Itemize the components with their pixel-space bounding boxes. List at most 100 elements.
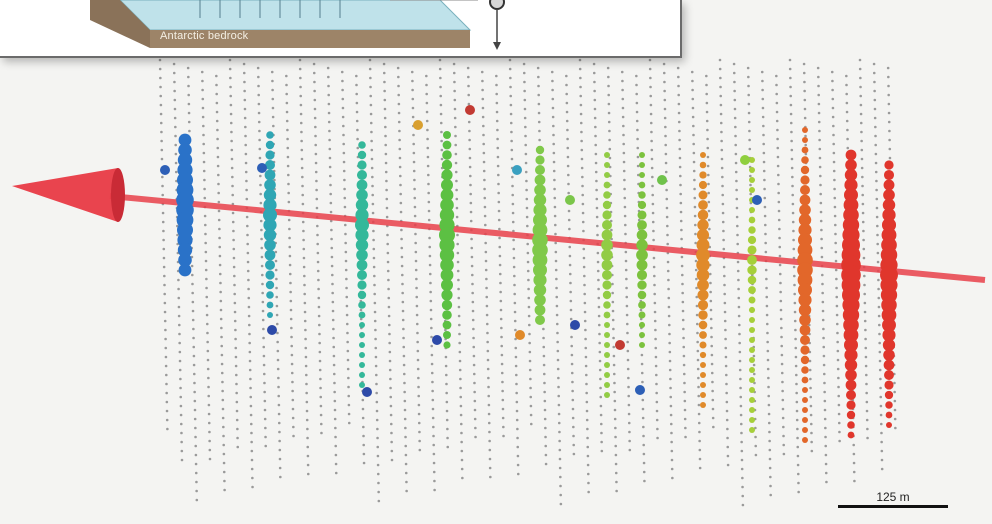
sensor-dot <box>221 389 224 393</box>
sensor-dot <box>735 206 739 210</box>
sensor-dot <box>720 157 724 161</box>
sensor-dot <box>569 299 573 303</box>
sensor-dot <box>274 259 278 263</box>
sensor-dot <box>551 88 554 92</box>
lit-sensor <box>535 165 545 175</box>
sensor-dot <box>555 295 559 299</box>
sensor-dot <box>570 344 574 348</box>
sensor-dot <box>455 215 459 219</box>
sensor-dot <box>470 255 474 259</box>
sensor-dot <box>777 218 781 222</box>
sensor-dot <box>312 71 316 75</box>
sensor-dot <box>445 391 448 395</box>
sensor-dot <box>343 187 346 191</box>
sensor-dot <box>552 142 555 146</box>
sensor-dot <box>510 130 513 134</box>
neutrino-track-arrow-icon <box>12 168 118 222</box>
sensor-dot <box>709 281 712 285</box>
sensor-dot <box>172 62 176 66</box>
sensor-dot <box>642 434 645 438</box>
lit-sensor <box>749 187 755 193</box>
sensor-dot <box>330 255 334 259</box>
sensor-dot <box>627 385 630 389</box>
sensor-dot <box>625 322 629 326</box>
sensor-dot <box>178 350 182 354</box>
sensor-dot <box>230 130 233 134</box>
sensor-dot <box>333 417 337 421</box>
sensor-dot <box>529 377 532 381</box>
sensor-dot <box>194 471 198 475</box>
sensor-dot <box>217 209 221 213</box>
sensor-dot <box>747 102 751 106</box>
sensor-dot <box>328 147 332 151</box>
sensor-dot <box>838 430 841 434</box>
lit-sensor <box>602 220 612 230</box>
sensor-dot <box>388 359 392 363</box>
sensor-dot <box>583 319 587 323</box>
sensor-dot <box>205 322 209 326</box>
sensor-dot <box>329 219 333 223</box>
sensor-dot <box>864 328 867 332</box>
sensor-dot <box>608 156 612 160</box>
sensor-dot <box>705 119 709 123</box>
sensor-dot <box>788 58 792 62</box>
sensor-dot <box>192 336 195 340</box>
sensor-dot <box>741 485 744 489</box>
sensor-dot <box>164 328 167 332</box>
sensor-dot <box>481 97 485 101</box>
sensor-dot <box>331 273 334 277</box>
lit-sensor <box>798 283 812 297</box>
sensor-dot <box>231 202 235 206</box>
sensor-dot <box>662 62 666 66</box>
sensor-dot <box>817 75 820 79</box>
sensor-dot <box>231 211 235 215</box>
lit-sensor <box>800 335 810 345</box>
sensor-dot <box>734 125 737 129</box>
sensor-dot <box>655 400 659 404</box>
sensor-dot <box>456 269 460 273</box>
sensor-dot <box>278 430 281 434</box>
lit-sensor <box>801 156 809 164</box>
sensor-dot <box>719 112 723 116</box>
sensor-dot <box>289 281 292 285</box>
sensor-dot <box>387 305 391 309</box>
sensor-dot <box>818 129 821 133</box>
sensor-dot <box>527 296 531 300</box>
sensor-dot <box>161 211 165 215</box>
sensor-dot <box>726 454 730 458</box>
sensor-dot <box>496 164 500 168</box>
sensor-dot <box>277 412 281 416</box>
sensor-dot <box>567 191 570 195</box>
sensor-dot <box>636 137 639 141</box>
sensor-dot <box>551 97 555 101</box>
sensor-dot <box>305 391 308 395</box>
sensor-dot <box>696 358 700 362</box>
sensor-dot <box>543 408 547 412</box>
sensor-dot <box>457 296 461 300</box>
sensor-dot <box>565 119 569 123</box>
sensor-dot <box>258 147 262 151</box>
lit-sensor <box>749 367 755 373</box>
sensor-dot <box>583 310 587 314</box>
sensor-dot <box>765 304 769 308</box>
sensor-dot <box>439 85 442 89</box>
sensor-dot <box>200 70 204 74</box>
sensor-dot <box>236 427 239 431</box>
sensor-dot <box>426 137 429 141</box>
sensor-dot <box>736 233 739 237</box>
sensor-dot <box>243 98 247 102</box>
sensor-dot <box>453 89 456 93</box>
sensor-dot <box>495 119 499 123</box>
sensor-dot <box>163 283 166 287</box>
sensor-dot <box>790 130 793 134</box>
sensor-dot <box>456 260 460 264</box>
sensor-dot <box>249 413 253 417</box>
lit-sensor <box>604 392 610 398</box>
sensor-dot <box>872 62 876 66</box>
sensor-dot <box>231 175 234 179</box>
sensor-dot <box>740 449 744 453</box>
lit-sensor <box>512 165 522 175</box>
sensor-dot <box>459 377 462 381</box>
sensor-dot <box>258 138 261 142</box>
sensor-dot <box>845 101 849 105</box>
